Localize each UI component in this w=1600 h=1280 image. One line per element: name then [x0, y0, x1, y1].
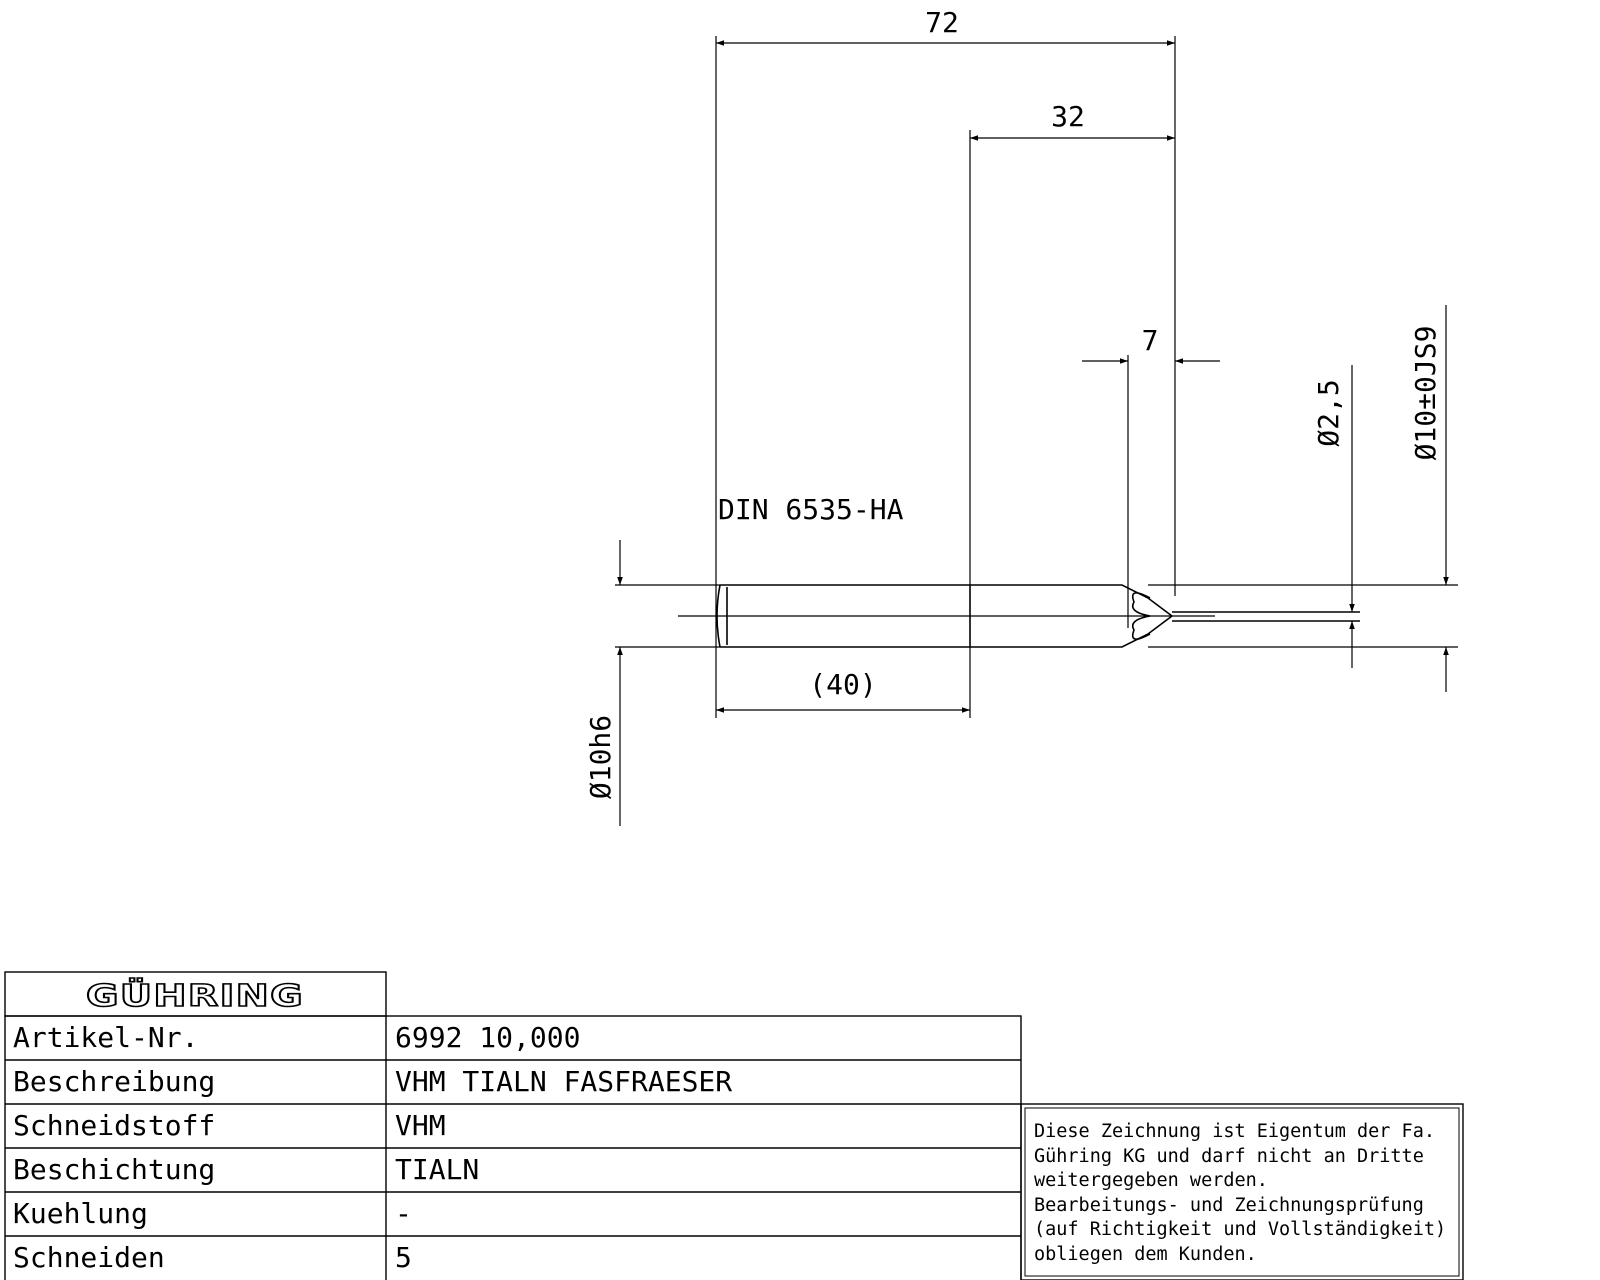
row-value: VHM TIALN FASFRAESER	[395, 1065, 732, 1098]
guehring-logo: GÜHRING	[86, 977, 304, 1014]
row-label: Beschichtung	[13, 1153, 215, 1186]
dim-text-cutting-diameter: Ø10±0JS9	[1409, 326, 1442, 461]
row-label: Artikel-Nr.	[13, 1021, 198, 1054]
notice-line: (auf Richtigkeit und Vollständigkeit)	[1034, 1219, 1446, 1240]
row-label: Schneiden	[13, 1241, 165, 1274]
row-label: Beschreibung	[13, 1065, 215, 1098]
row-value: VHM	[395, 1109, 446, 1142]
ownership-notice: Diese Zeichnung ist Eigentum der Fa. Güh…	[1020, 1103, 1464, 1280]
notice-line: weitergegeben werden.	[1034, 1170, 1268, 1191]
row-label: Kuehlung	[13, 1197, 148, 1230]
dim-text-shank-diameter: Ø10h6	[584, 715, 617, 799]
row-label: Schneidstoff	[13, 1109, 215, 1142]
notice-line: obliegen dem Kunden.	[1034, 1244, 1257, 1265]
title-table-rows: Artikel-Nr. 6992 10,000 Beschreibung VHM…	[13, 1021, 732, 1274]
notice-frame-inner	[1024, 1107, 1460, 1277]
notice-line: Gühring KG und darf nicht an Dritte	[1034, 1146, 1424, 1167]
row-value: 6992 10,000	[395, 1021, 580, 1054]
row-value: -	[395, 1197, 412, 1230]
dimension-lines	[617, 40, 1449, 826]
row-value: TIALN	[395, 1153, 479, 1186]
shank-standard-label: DIN 6535-HA	[718, 493, 904, 526]
dim-text-shank-length: (40)	[809, 668, 876, 701]
dim-text-cutting-length: 32	[1051, 100, 1085, 133]
notice-frame-outer	[1020, 1103, 1464, 1280]
notice-line: Bearbeitungs- und Zeichnungsprüfung	[1034, 1195, 1424, 1216]
dim-text-tip-length: 7	[1142, 324, 1159, 357]
extension-lines	[615, 36, 1458, 718]
dim-text-tip-diameter: Ø2,5	[1312, 379, 1345, 446]
row-value: 5	[395, 1241, 412, 1274]
title-block	[4, 971, 1022, 1280]
notice-line: Diese Zeichnung ist Eigentum der Fa.	[1034, 1121, 1435, 1142]
dim-text-overall-length: 72	[925, 6, 959, 39]
